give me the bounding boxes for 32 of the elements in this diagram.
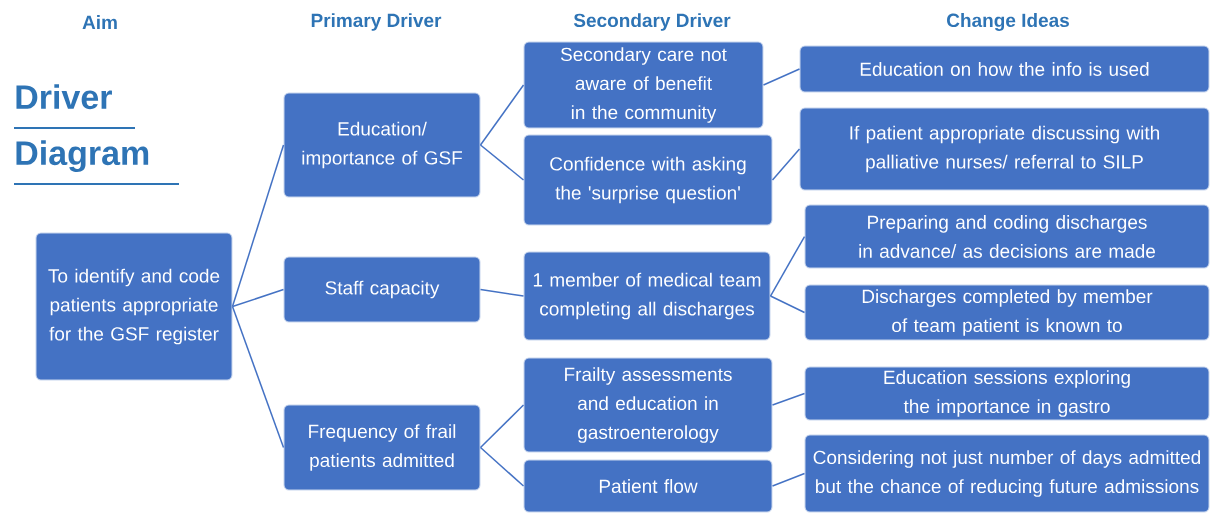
connector-line [479,404,525,449]
column-heading: Aim [82,15,117,29]
process-box: Patient flow [523,459,773,513]
title: Driver Diagram [13,84,180,185]
connector-line [479,446,525,487]
connector-line [771,148,801,181]
process-box: 1 member of medical team completing all discharges [523,251,771,341]
connector-line [479,288,525,297]
process-box: Confidence with asking the 'surprise question' [523,134,773,226]
connector-line [479,84,525,146]
process-box: Education on how the info is used [799,45,1210,93]
process-box: Considering not just number of days admitted but the chance of reducing future admissions [804,434,1210,513]
connector-line [769,295,806,314]
connector-line [762,68,801,86]
process-box: Staff capacity [283,256,481,323]
process-box: Frailty assessments and education in gastroenterology [523,357,773,453]
connector-line [771,392,806,406]
process-box: Secondary care not aware of benefit in the community [523,41,764,129]
connector-line [771,472,806,487]
connector-line [231,288,285,308]
connector-line [231,144,285,308]
process-box: If patient appropriate discussing with palliative nurses/ referral to SILP [799,107,1210,191]
connector-line [231,305,285,449]
process-box: Preparing and coding discharges in advance/ as decisions are made [804,204,1210,269]
process-box: Education/ importance of GSF [283,92,481,198]
column-heading: Primary Driver [311,13,442,31]
process-box: Discharges completed by member of team patient is known to [804,284,1210,341]
process-box: To identify and code patients appropriate for the GSF register [35,232,233,381]
connector-line [479,144,525,181]
process-box: Frequency of frail patients admitted [283,404,481,491]
process-box: Education sessions exploring the importance in gastro [804,366,1210,421]
connector-line [769,235,806,297]
